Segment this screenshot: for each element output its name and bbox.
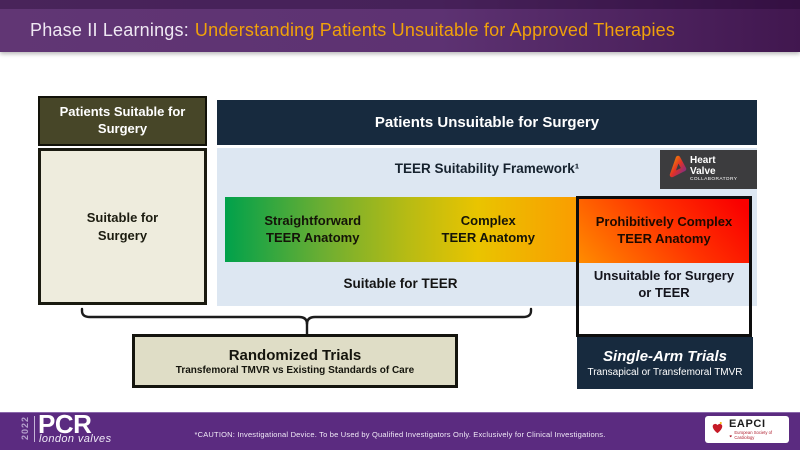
slide-title: Phase II Learnings: Understanding Patien… xyxy=(30,9,675,52)
eapci-subrow: European Society of Cardiology xyxy=(729,431,784,439)
prohibitive-teer-label: Prohibitively Complex TEER Anatomy xyxy=(579,199,749,263)
framework-title: TEER Suitability Framework¹ xyxy=(394,161,580,176)
hvc-line3: COLLABORATORY xyxy=(690,177,738,183)
caution-text: *CAUTION: Investigational Device. To be … xyxy=(194,430,606,439)
eapci-small-heart-icon xyxy=(729,434,732,437)
slide-title-prefix: Phase II Learnings: xyxy=(30,20,189,40)
title-bar xyxy=(0,0,800,52)
suitable-surgery-box: Suitable for Surgery xyxy=(38,148,207,305)
pcr-logo-divider xyxy=(34,416,35,442)
heart-valve-collaboratory-logo: Heart Valve COLLABORATORY xyxy=(660,150,757,189)
suitable-surgery-header: Patients Suitable for Surgery xyxy=(38,96,207,146)
footer-bar xyxy=(0,412,800,450)
prohibitive-complex-box: Prohibitively Complex TEER Anatomy Unsui… xyxy=(576,196,752,337)
randomized-trials-subtitle: Transfemoral TMVR vs Existing Standards … xyxy=(175,364,415,376)
randomized-trials-title: Randomized Trials xyxy=(228,346,362,364)
hvc-logo-text: Heart Valve COLLABORATORY xyxy=(690,156,737,183)
straightforward-teer-label: Straightforward TEER Anatomy xyxy=(264,212,362,245)
single-arm-trials-subtitle: Transapical or Transfemoral TMVR xyxy=(587,367,743,378)
randomized-trials-box: Randomized Trials Transfemoral TMVR vs E… xyxy=(132,334,458,388)
hvc-triangle-icon xyxy=(665,154,687,185)
teer-anatomy-spectrum: Straightforward TEER Anatomy Complex TEE… xyxy=(225,197,576,262)
complex-teer-label: Complex TEER Anatomy xyxy=(441,212,535,245)
slide-title-highlight: Understanding Patients Unsuitable for Ap… xyxy=(194,20,676,40)
pcr-london-valves-label: london valves xyxy=(39,433,112,445)
suitable-for-teer-label: Suitable for TEER xyxy=(343,276,458,291)
unsuitable-surgery-header: Patients Unsuitable for Surgery xyxy=(217,100,757,145)
pcr-year-label: 2022 xyxy=(20,415,30,441)
eapci-heart-icon xyxy=(710,420,725,440)
title-bar-top-strip xyxy=(0,0,800,9)
single-arm-trials-title: Single-Arm Trials xyxy=(603,348,727,365)
pcr-logo: PCR xyxy=(38,409,92,439)
single-arm-trials-box: Single-Arm Trials Transapical or Transfe… xyxy=(577,337,753,389)
eapci-subtitle: European Society of Cardiology xyxy=(734,430,773,440)
eapci-text: EAPCI European Society of Cardiology xyxy=(729,419,784,439)
eapci-logo: EAPCI European Society of Cardiology xyxy=(705,416,789,443)
unsuitable-for-teer-label: Unsuitable for Surgery or TEER xyxy=(579,263,749,306)
eapci-name: EAPCI xyxy=(729,418,766,431)
hvc-line1: Heart xyxy=(690,155,716,167)
brace-connector xyxy=(80,307,533,336)
hvc-line2: Valve xyxy=(690,165,716,177)
